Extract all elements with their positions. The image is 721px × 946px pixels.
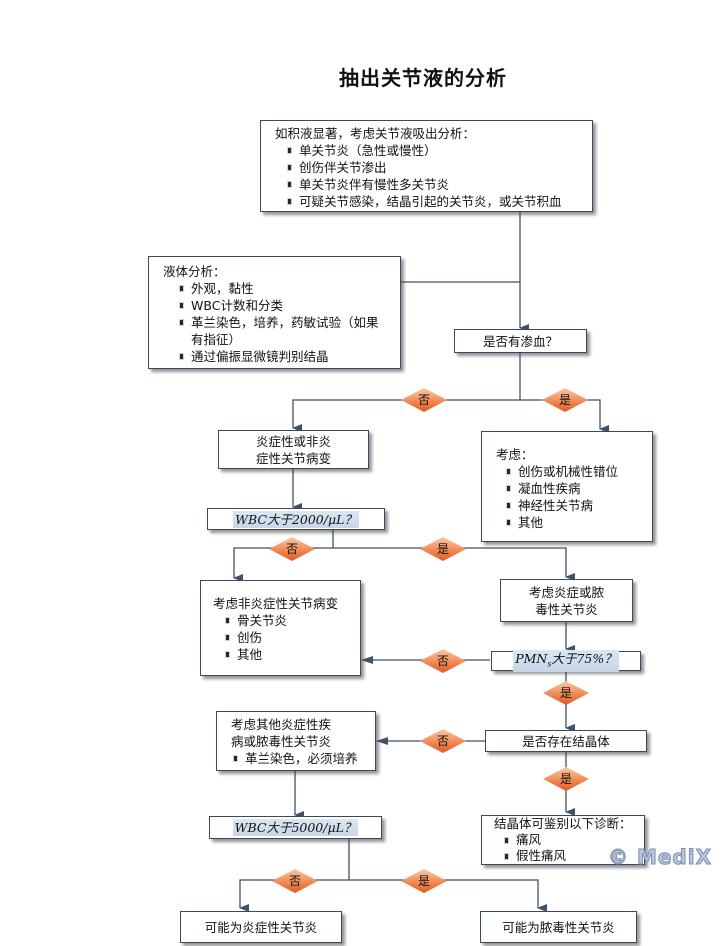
node-wbc5000-question: WBC大于5000/μL？ xyxy=(209,816,382,839)
node-fluid-analysis-head: 液体分析： xyxy=(163,264,226,279)
node-septic-line1: 考虑炎症或脓 xyxy=(528,584,604,600)
node-inflammatory-line2: 症性关节病变 xyxy=(255,450,331,466)
decision-label: 否 xyxy=(417,393,430,407)
node-start-head: 如积液显著，考虑关节液吸出分析： xyxy=(275,126,476,141)
node-wbc2000-text: WBC大于2000/μL？ xyxy=(233,510,359,528)
watermark-logo: © MediX xyxy=(607,845,713,870)
edge-wbc2000-yes xyxy=(333,547,575,581)
node-pmn-question: PMNs大于75%？ xyxy=(491,649,641,673)
diamond-shape xyxy=(272,869,318,893)
diamond-shape xyxy=(420,729,466,753)
decision-yes-hemarthrosis: 是 xyxy=(542,388,588,412)
node-inflammatory-line1: 炎症性或非炎 xyxy=(255,433,331,449)
decision-no-wbc5000: 否 xyxy=(272,869,318,893)
node-noninflammatory: 考虑非炎症性关节病变 骨关节炎 创伤 其他 xyxy=(200,580,361,676)
decision-label: 是 xyxy=(417,874,430,888)
pmn-prefix: PMN xyxy=(515,650,548,666)
list-item: 其他 xyxy=(223,646,348,663)
node-inflammatory-arthritis-text: 可能为炎症性关节炎 xyxy=(204,919,318,935)
decision-label: 否 xyxy=(436,734,449,748)
node-crystal-diagnosis: 结晶体可鉴别以下诊断： 痛风 假性痛风 xyxy=(481,815,645,865)
node-consider-trauma-head: 考虑： xyxy=(496,447,534,462)
decision-yes-crystal: 是 xyxy=(543,767,589,791)
diamond-shape xyxy=(543,767,589,791)
diamond-shape xyxy=(420,649,466,673)
list-item: 革兰染色，培养，药敏试验（如果有指征） xyxy=(177,314,386,348)
node-wbc5000-text: WBC大于5000/μL？ xyxy=(232,819,359,836)
decision-no-wbc2000: 否 xyxy=(269,537,315,561)
node-crystal-question: 是否存在结晶体 xyxy=(485,730,647,752)
node-consider-trauma: 考虑： 创伤或机械性错位 凝血性疾病 神经性关节病 其他 xyxy=(481,431,653,542)
node-septic-arthritis: 可能为脓毒性关节炎 xyxy=(480,911,637,943)
node-inflammatory-septic: 考虑炎症或脓 毒性关节炎 xyxy=(500,579,633,622)
list-item: 单关节炎伴有慢性多关节炎 xyxy=(285,176,578,193)
list-item: 创伤或机械性错位 xyxy=(504,463,638,480)
node-fluid-analysis: 液体分析： 外观，黏性 WBC计数和分类 革兰染色，培养，药敏试验（如果有指征）… xyxy=(148,256,401,369)
decision-label: 是 xyxy=(559,686,572,700)
node-wbc2000-question: WBC大于2000/μL？ xyxy=(207,508,385,530)
diamond-shape xyxy=(542,388,588,412)
decision-label: 否 xyxy=(285,542,298,556)
node-other-line1: 考虑其他炎症性疾 xyxy=(231,717,332,732)
page-title: 抽出关节液的分析 xyxy=(339,66,507,90)
list-item: 创伤 xyxy=(223,629,348,646)
node-start: 如积液显著，考虑关节液吸出分析： 单关节炎（急性或慢性） 创伤伴关节渗出 单关节… xyxy=(260,120,593,212)
list-item: 单关节炎（急性或慢性） xyxy=(285,142,578,159)
node-septic-line2: 毒性关节炎 xyxy=(535,601,598,617)
decision-label: 是 xyxy=(559,772,572,786)
list-item: 神经性关节病 xyxy=(504,497,638,514)
node-hemarthrosis-text: 是否有渗血？ xyxy=(482,333,558,349)
decision-yes-pmn: 是 xyxy=(543,681,589,705)
node-other-inflammatory: 考虑其他炎症性疾 病或脓毒性关节炎 革兰染色，必须培养 xyxy=(216,711,376,771)
list-item: 凝血性疾病 xyxy=(504,480,638,497)
decision-no-hemarthrosis: 否 xyxy=(401,388,447,412)
list-item: 痛风 xyxy=(502,832,632,848)
list-item: 创伤伴关节渗出 xyxy=(285,159,578,176)
list-item: 革兰染色，必须培养 xyxy=(231,750,361,767)
decision-label: 否 xyxy=(436,654,449,668)
decision-label: 否 xyxy=(288,874,301,888)
decision-no-crystal: 否 xyxy=(420,729,466,753)
list-item: 通过偏振显微镜判别结晶 xyxy=(177,348,386,365)
node-inflammatory-arthritis: 可能为炎症性关节炎 xyxy=(180,911,342,943)
decision-yes-wbc5000: 是 xyxy=(401,869,447,893)
node-crystal-dx-head: 结晶体可鉴别以下诊断： xyxy=(494,816,632,831)
node-pmn-text: PMNs大于75%？ xyxy=(513,649,619,673)
node-septic-arthritis-text: 可能为脓毒性关节炎 xyxy=(502,919,615,935)
list-item: WBC计数和分类 xyxy=(177,297,386,314)
node-noninflammatory-head: 考虑非炎症性关节病变 xyxy=(213,596,339,611)
node-hemarthrosis-question: 是否有渗血？ xyxy=(454,329,587,353)
list-item: 可疑关节感染，结晶引起的关节炎，或关节积血 xyxy=(285,193,578,210)
list-item: 假性痛风 xyxy=(502,848,632,864)
pmn-rest: 大于75%？ xyxy=(551,650,617,666)
node-crystal-text: 是否存在结晶体 xyxy=(522,733,610,749)
list-item: 外观，黏性 xyxy=(177,280,386,297)
diamond-shape xyxy=(401,869,447,893)
decision-label: 是 xyxy=(436,542,449,556)
diamond-shape xyxy=(420,537,466,561)
node-inflammatory-or-not: 炎症性或非炎 症性关节病变 xyxy=(218,430,369,469)
diamond-shape xyxy=(543,681,589,705)
decision-no-pmn: 否 xyxy=(420,649,466,673)
decision-yes-wbc2000: 是 xyxy=(420,537,466,561)
list-item: 骨关节炎 xyxy=(223,612,348,629)
list-item: 其他 xyxy=(504,514,638,531)
node-other-line2: 病或脓毒性关节炎 xyxy=(231,734,332,749)
diamond-shape xyxy=(401,388,447,412)
diamond-shape xyxy=(269,537,315,561)
decision-label: 是 xyxy=(558,393,571,407)
pmn-sub: s xyxy=(547,659,552,669)
